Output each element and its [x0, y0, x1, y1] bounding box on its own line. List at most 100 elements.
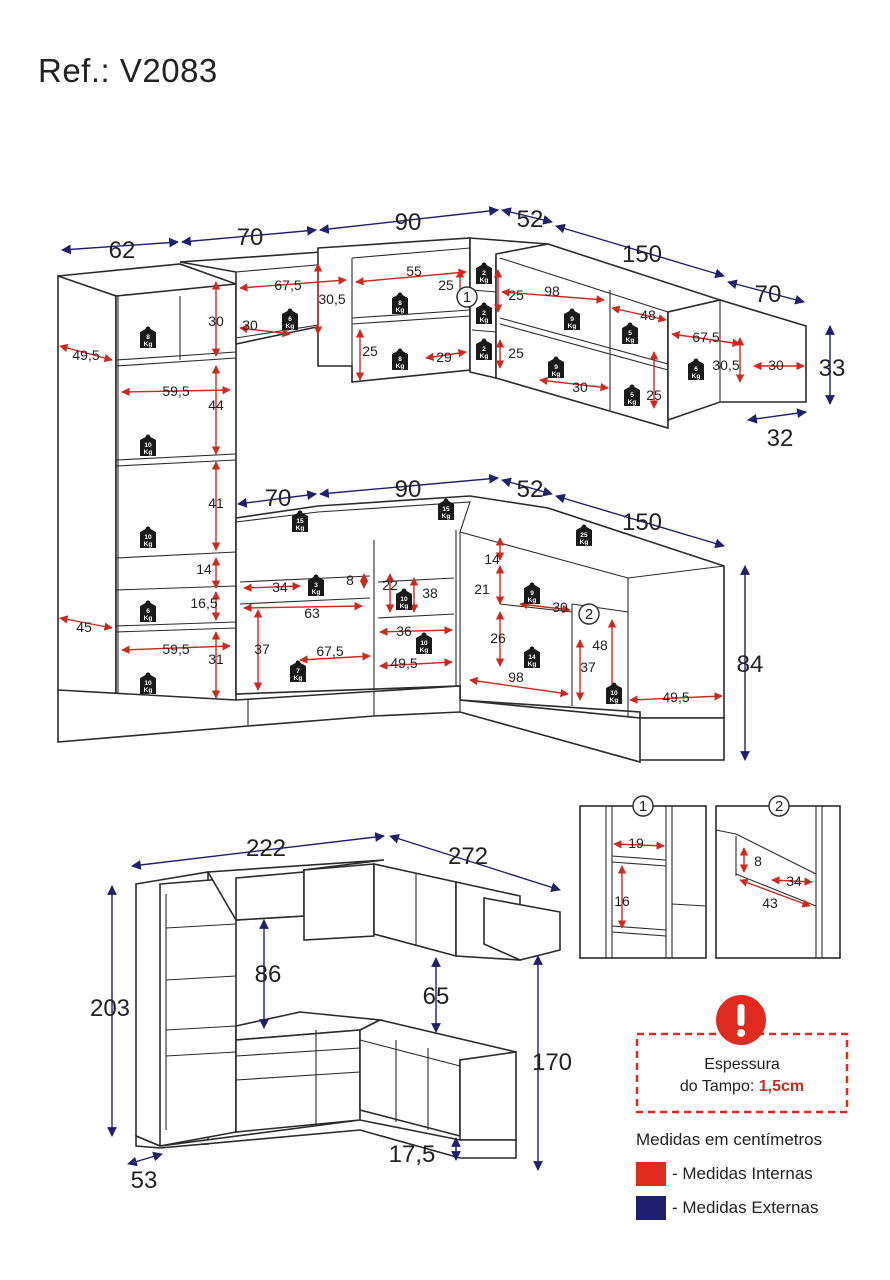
upper-external-dimension-7-label: 32 — [767, 425, 794, 452]
weight-badge: 2Kg — [476, 302, 492, 324]
weight-value: 14 — [528, 654, 536, 661]
internal-dimension-4-line — [239, 324, 291, 338]
weight-unit: Kg — [144, 541, 153, 548]
weight-value: 9 — [570, 316, 574, 323]
internal-dimension-26-label: 34 — [272, 579, 288, 595]
weight-unit: Kg — [480, 353, 489, 360]
internal-dimension-24-label: 59,5 — [162, 641, 189, 657]
internal-dimension-34-line — [379, 658, 453, 670]
internal-dimension-38-label: 26 — [490, 630, 506, 646]
weight-unit: Kg — [396, 363, 405, 370]
internal-dimension-4-label: 30 — [242, 317, 258, 333]
weight-value: 5 — [630, 392, 634, 399]
internal-dimension-1-label: 30 — [208, 313, 224, 329]
internal-dimension-33-line — [379, 626, 453, 636]
internal-dimension-12-label: 48 — [640, 307, 656, 323]
weight-unit: Kg — [396, 307, 405, 314]
upper-external-dimension-0-label: 62 — [109, 237, 136, 264]
bottom-dimension-1-line — [389, 834, 561, 892]
internal-dimension-34-label: 49,5 — [390, 655, 417, 671]
weight-badge: 9Kg — [524, 582, 540, 604]
internal-dimension-0-line — [59, 343, 113, 363]
weight-badges: 8Kg10Kg10Kg6Kg10Kg6Kg8Kg8Kg2Kg2Kg2Kg9Kg9… — [140, 262, 704, 704]
internal-dimension-35-label: 14 — [484, 551, 500, 567]
weight-unit: Kg — [296, 525, 305, 532]
countertop-notice — [635, 995, 849, 1114]
weight-value: 10 — [144, 442, 152, 449]
internal-dimension-8-label: 29 — [436, 349, 452, 365]
internal-dimension-26-line — [243, 582, 301, 592]
detail-measure-2-line — [739, 878, 811, 908]
weight-value: 6 — [694, 366, 698, 373]
internal-dimension-22-label: 16,5 — [190, 595, 217, 611]
notice-line-2-prefix: do Tampo: — [679, 1078, 755, 1095]
internal-dimension-31-label: 22 — [382, 577, 398, 593]
bottom-dimension-3-label: 86 — [255, 961, 282, 988]
internal-dimension-41-label: 98 — [508, 669, 524, 685]
internal-dimension-13-label: 67,5 — [692, 329, 719, 345]
bottom-dimension-2-label: 203 — [90, 995, 130, 1022]
weight-value: 10 — [400, 596, 408, 603]
notice-line-2: do Tampo: 1,5cm — [637, 1078, 847, 1096]
weight-value: 5 — [628, 330, 632, 337]
upper-external-dimension-4-line — [555, 223, 725, 279]
detail-measure-2-label: 43 — [762, 895, 778, 911]
weight-value: 9 — [530, 590, 534, 597]
upper-external-dimension-4-label: 150 — [622, 241, 662, 268]
weight-value: 9 — [554, 364, 558, 371]
internal-dimension-7-label: 25 — [508, 287, 524, 303]
internal-dimension-23-label: 45 — [76, 619, 92, 635]
weight-unit: Kg — [144, 449, 153, 456]
lower-external-dimension-0-line — [237, 490, 317, 508]
weight-badge: 6Kg — [140, 600, 156, 622]
lower-external-dimension-1-line — [319, 473, 499, 499]
weight-value: 2 — [482, 310, 486, 317]
upper-external-dimension-0-line — [61, 237, 179, 255]
bottom-kitchen-drawing — [135, 859, 561, 1159]
upper-external-dimension-2-line — [319, 206, 499, 234]
internal-dimension-17-label: 25 — [646, 387, 662, 403]
detail-measure-0-label: 19 — [628, 835, 644, 851]
bottom-dimension-7-label: 53 — [131, 1167, 158, 1194]
detail-callout-number: 1 — [639, 798, 647, 815]
internal-dimension-2-label: 67,5 — [274, 277, 301, 293]
internal-dimension-37-line — [519, 600, 571, 614]
notice-line-1: Espessura — [704, 1056, 780, 1073]
weight-unit: Kg — [144, 687, 153, 694]
weight-value: 2 — [482, 346, 486, 353]
weight-value: 10 — [420, 640, 428, 647]
internal-dimension-37-label: 30 — [552, 599, 568, 615]
legend-internal-label: - Medidas Internas — [672, 1164, 813, 1183]
weight-value: 2 — [482, 270, 486, 277]
upper-external-dimension-5-label: 70 — [755, 281, 782, 308]
weight-badge: 9Kg — [548, 356, 564, 378]
weight-badge: 6Kg — [688, 358, 704, 380]
detail-measure-0-label: 8 — [754, 853, 762, 869]
detail-callouts: 12 — [456, 286, 600, 625]
upper-external-dimension-5-line — [727, 279, 805, 305]
internal-dimension-42-label: 49,5 — [662, 689, 689, 705]
weight-badge: 5Kg — [624, 384, 640, 406]
weight-unit: Kg — [294, 675, 303, 682]
weight-badge: 3Kg — [308, 574, 324, 596]
weight-value: 8 — [398, 356, 402, 363]
weight-unit: Kg — [144, 615, 153, 622]
internal-dimension-18-label: 59,5 — [162, 383, 189, 399]
weight-unit: Kg — [528, 661, 537, 668]
internal-dimension-0-label: 49,5 — [72, 347, 99, 363]
internal-dimension-19-label: 44 — [208, 397, 224, 413]
weight-unit: Kg — [552, 371, 561, 378]
weight-unit: Kg — [480, 317, 489, 324]
weight-unit: Kg — [400, 603, 409, 610]
weight-value: 10 — [144, 534, 152, 541]
legend-external-swatch — [636, 1196, 666, 1220]
